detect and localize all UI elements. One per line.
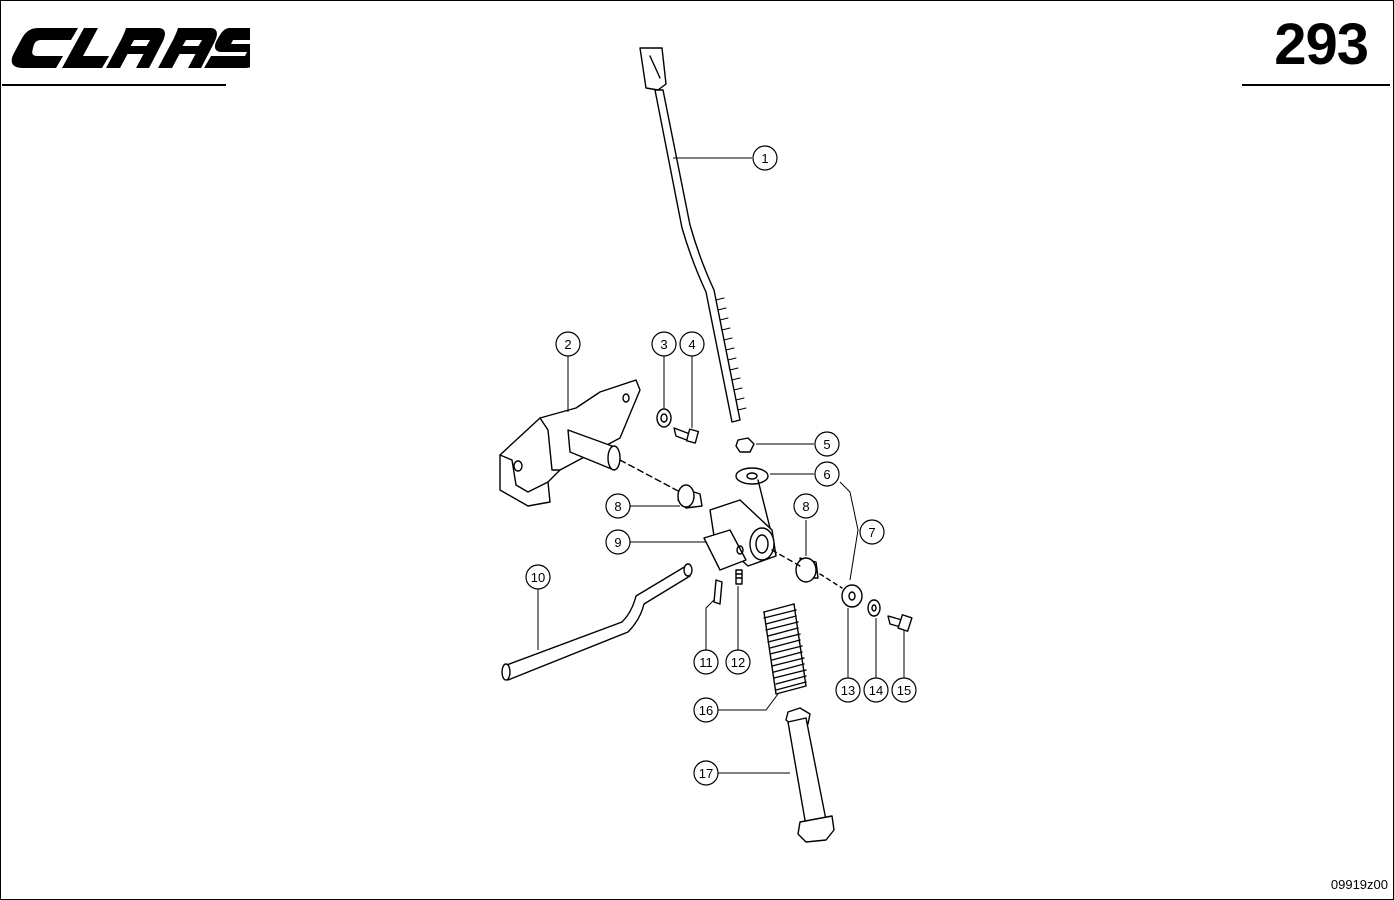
nut-5 [735,437,755,453]
callout-8b [793,493,819,519]
callout-15 [891,677,917,703]
page-number: 293 [1274,12,1369,77]
callout-2 [555,331,581,357]
callout-label-3: 3 [660,337,667,352]
callouts [525,145,917,786]
callout-label-15: 15 [897,683,911,698]
screw-4 [673,427,700,444]
callout-label-1: 1 [761,151,768,166]
spring-16 [763,603,807,695]
callout-label-7: 7 [868,525,875,540]
bushing-8b [795,557,819,583]
callout-label-9: 9 [614,535,621,550]
mounting-bracket [499,379,641,507]
header-rule-right [1242,84,1390,86]
callout-label-17: 17 [699,766,713,781]
callout-14 [863,677,889,703]
header-rule-left [2,84,226,86]
callout-9 [605,529,631,555]
pin-11 [713,579,723,605]
washer-3 [656,408,672,428]
callout-label-11: 11 [699,655,713,670]
callout-4 [679,331,705,357]
callout-7 [859,519,885,545]
set-screw-12 [735,569,743,585]
callout-13 [835,677,861,703]
callout-12 [725,649,751,675]
washer-14 [867,599,881,617]
callout-label-4: 4 [688,337,695,352]
callout-label-14: 14 [869,683,883,698]
callout-label-10: 10 [531,570,545,585]
washer-6 [735,467,769,485]
lever-arm [501,563,693,681]
lever-hub [703,479,801,571]
callout-16 [693,697,719,723]
bolt-17 [785,707,835,843]
control-rod [639,47,747,423]
callout-10 [525,564,551,590]
callout-label-12: 12 [731,655,745,670]
callout-5 [814,431,840,457]
claas-logo [11,28,250,68]
callout-1 [752,145,778,171]
callout-8a [605,493,631,519]
callout-label-13: 13 [841,683,855,698]
callout-label-16: 16 [699,703,713,718]
callout-3 [651,331,677,357]
callout-11 [693,649,719,675]
washer-13 [841,584,863,608]
drawing-code: 09919z00 [1330,877,1388,892]
callout-17 [693,760,719,786]
callout-6 [814,461,840,487]
callout-label-5: 5 [823,437,830,452]
callout-label-8a: 8 [614,499,621,514]
screw-15 [887,614,913,632]
callout-label-8b: 8 [802,499,809,514]
bushing-8a [677,484,703,509]
callout-label-6: 6 [823,467,830,482]
callout-label-2: 2 [564,337,571,352]
